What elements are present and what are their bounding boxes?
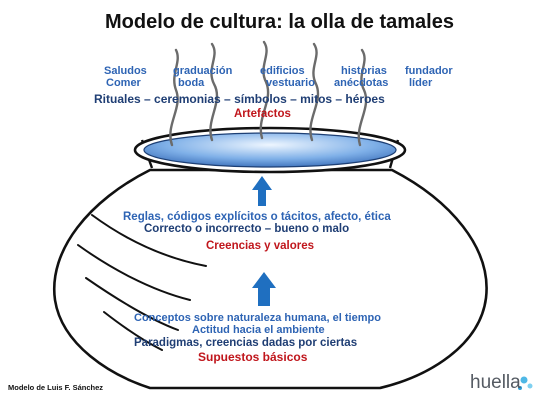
- artifact-word: boda: [178, 77, 205, 89]
- artifact-word: historias: [341, 65, 387, 77]
- assumptions-line-1: Conceptos sobre naturaleza humana, el ti…: [134, 312, 381, 324]
- artifact-word: graduación: [173, 65, 233, 77]
- water-surface: [143, 132, 397, 168]
- pot-body: [52, 168, 488, 390]
- artifact-word: líder: [409, 77, 433, 89]
- rituals-line: Rituales – ceremonias – símbolos – mitos…: [94, 92, 385, 106]
- artifact-word: edificios: [260, 65, 305, 77]
- artifact-word: Comer: [106, 77, 141, 89]
- up-arrow-upper: [252, 176, 272, 206]
- logo-drops: [518, 376, 533, 390]
- logo-wordmark: huella: [470, 372, 521, 393]
- artifact-word: vestuario: [266, 77, 315, 89]
- assumptions-line-2: Actitud hacia el ambiente: [192, 324, 325, 336]
- model-credit: Modelo de Luis F. Sánchez: [8, 383, 104, 392]
- beliefs-line-2: Correcto o incorrecto – bueno o malo: [144, 223, 350, 235]
- steam-lines: [169, 40, 368, 147]
- artifact-word: anécdotas: [334, 77, 389, 89]
- assumptions-label: Supuestos básicos: [198, 350, 308, 364]
- diagram-title: Modelo de cultura: la olla de tamales: [105, 11, 454, 33]
- up-arrow-lower: [252, 272, 276, 306]
- beliefs-label: Creencias y valores: [206, 240, 315, 252]
- pot-decoration-curves: [77, 214, 207, 351]
- beliefs-line-1: Reglas, códigos explícitos o tácitos, af…: [123, 211, 391, 223]
- artifact-word: Saludos: [104, 65, 147, 77]
- artifacts-label: Artefactos: [234, 108, 291, 120]
- assumptions-line-3: Paradigmas, creencias dadas por ciertas: [134, 337, 358, 349]
- artifact-word: fundador: [405, 65, 453, 77]
